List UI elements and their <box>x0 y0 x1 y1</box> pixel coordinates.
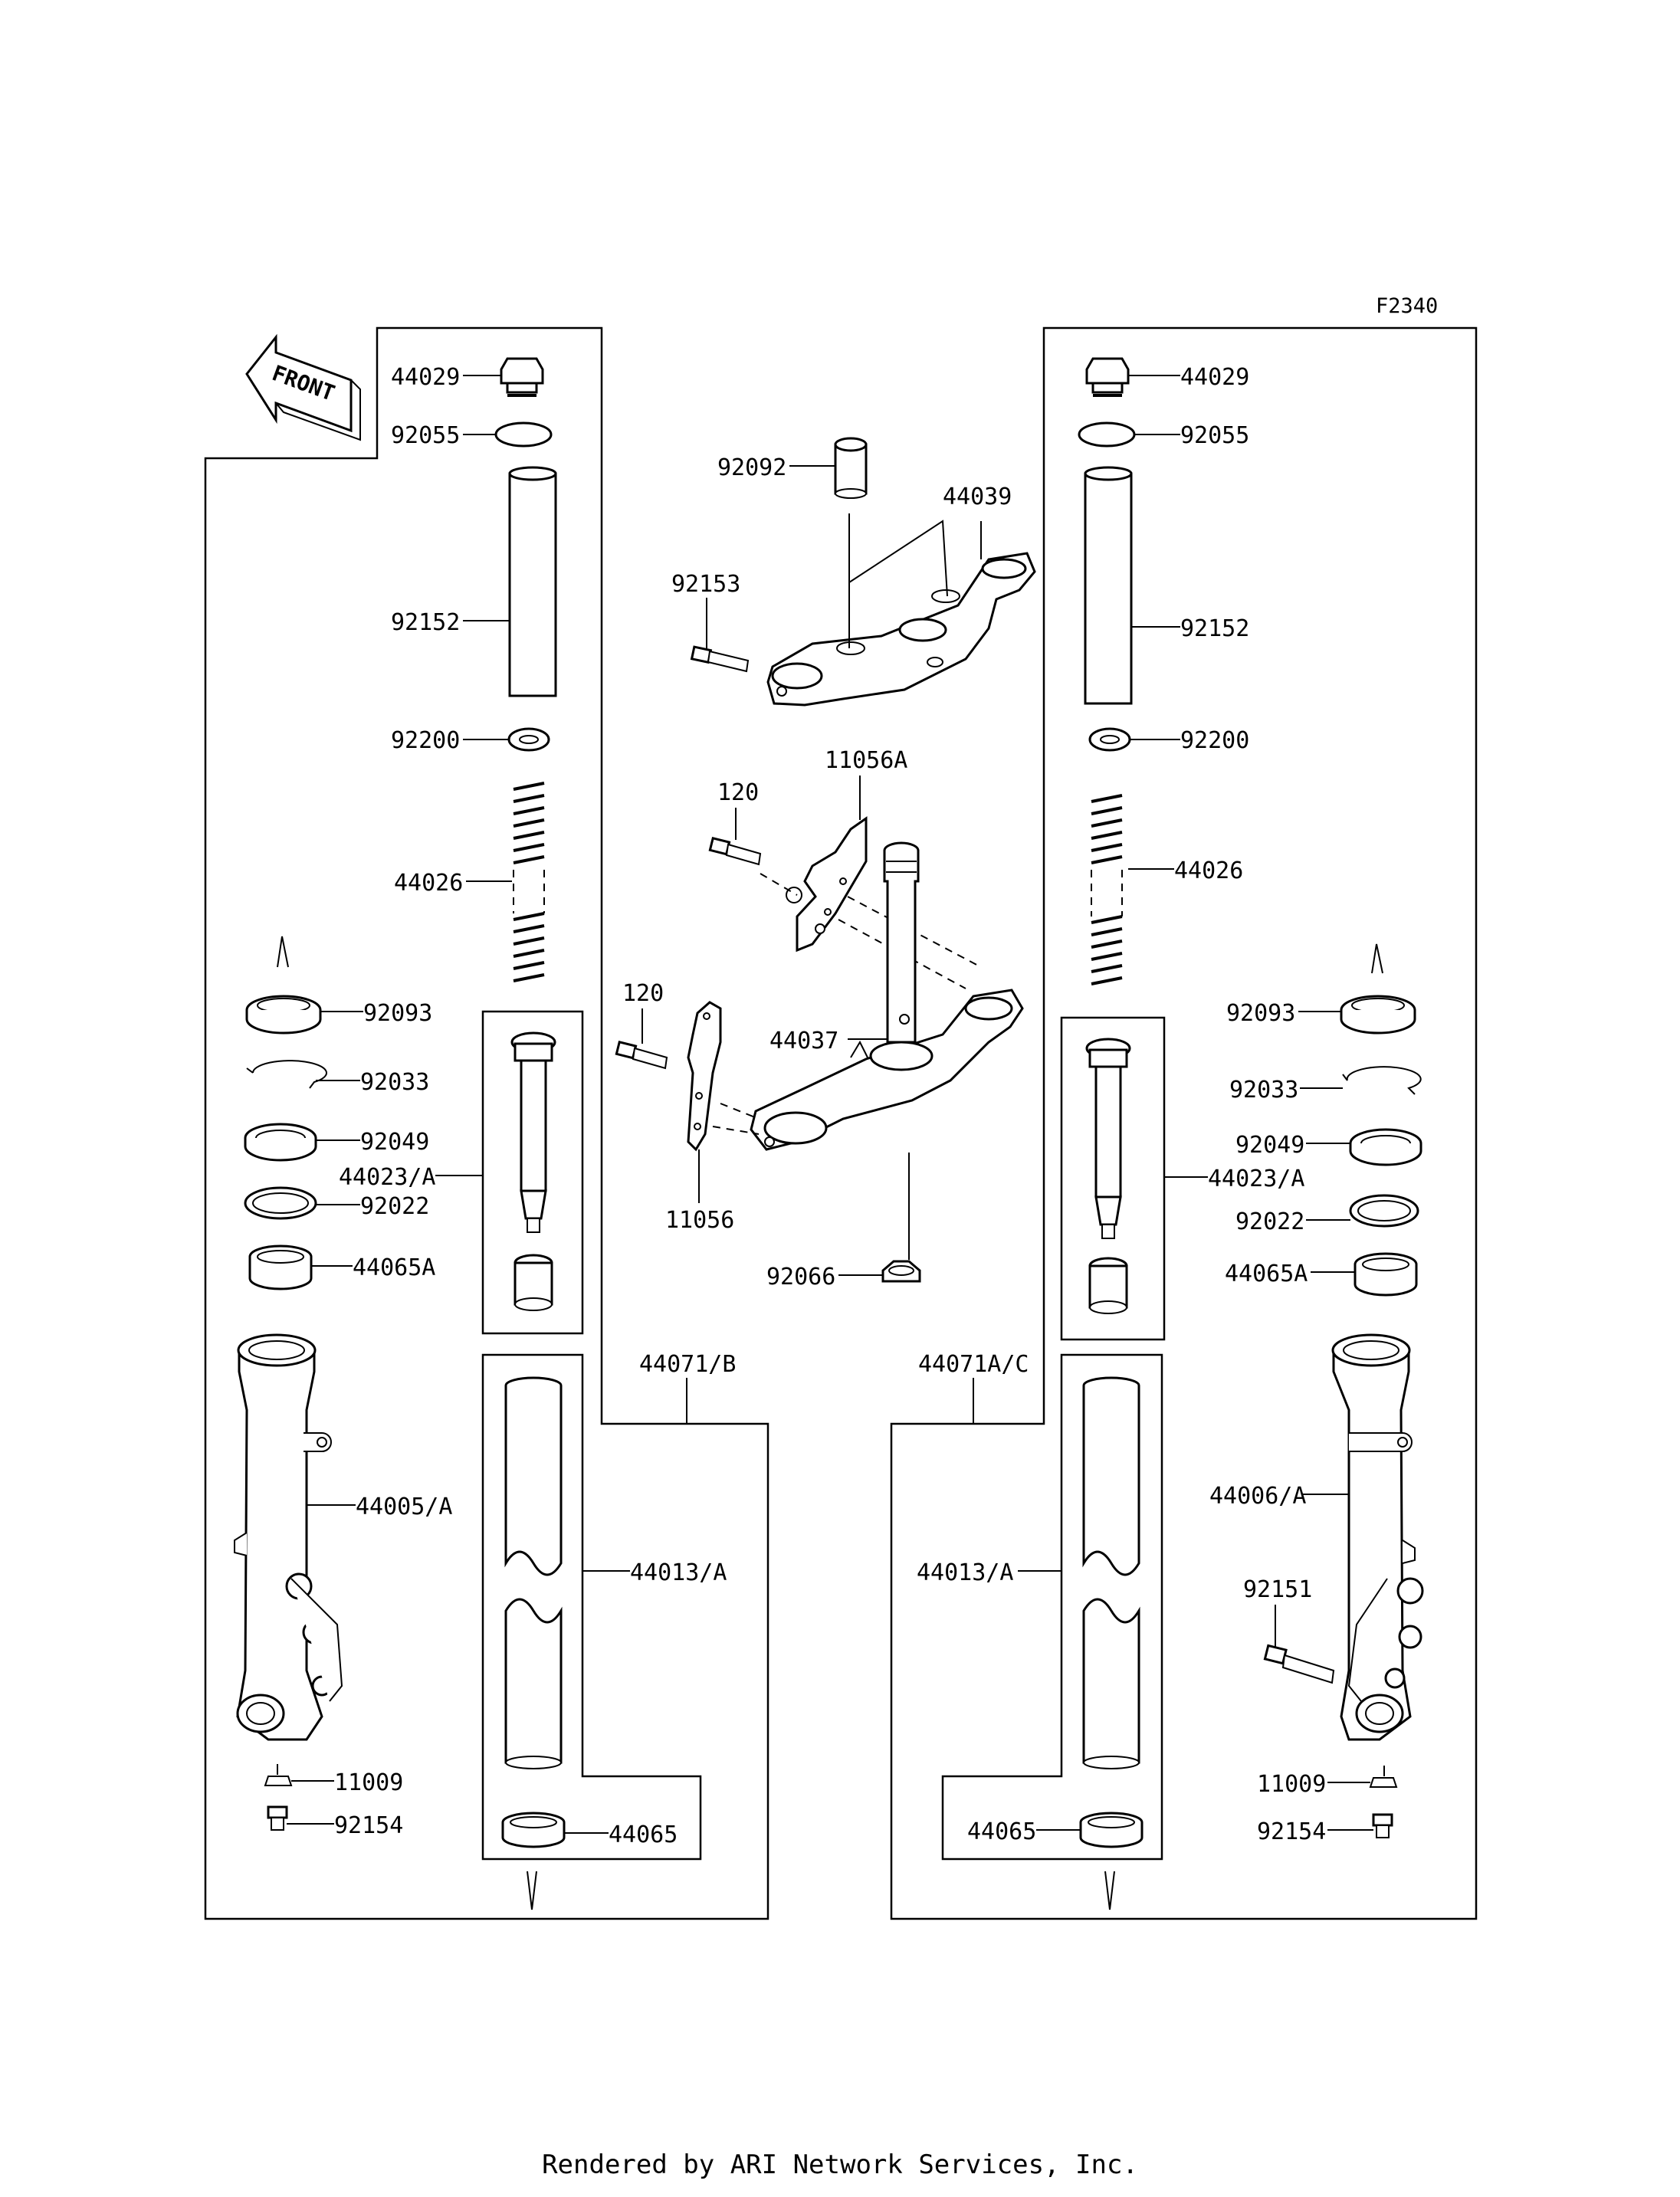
right-bushing <box>1079 1812 1144 1848</box>
left-label-44005: 44005/A <box>356 1494 452 1520</box>
right-bushing-a <box>1354 1252 1418 1297</box>
left-fork-spring <box>513 782 545 982</box>
right-label-44006: 44006/A <box>1209 1483 1306 1510</box>
left-label-92055: 92055 <box>391 422 460 449</box>
right-damper-box <box>1060 1016 1166 1341</box>
label-120-top: 120 <box>717 779 759 806</box>
steering-collar <box>834 437 868 499</box>
left-dust-seal <box>245 936 322 1035</box>
left-inner-tube-box <box>481 1353 702 1861</box>
right-label-92151: 92151 <box>1243 1576 1312 1603</box>
headlight-bracket-upper <box>786 816 868 953</box>
left-o-ring <box>494 421 553 448</box>
left-label-44029: 44029 <box>391 364 460 391</box>
lower-fork-bracket <box>750 989 1024 1151</box>
right-inner-tube-box <box>941 1353 1163 1861</box>
left-circlip <box>246 1060 327 1089</box>
label-92153: 92153 <box>671 571 740 598</box>
footer-credit: Rendered by ARI Network Services, Inc. <box>542 2149 1138 2180</box>
label-120-bottom: 120 <box>622 980 664 1007</box>
right-axle-clamp-bolt <box>1263 1644 1335 1684</box>
left-inner-tube <box>504 1376 563 1769</box>
right-label-92033: 92033 <box>1229 1077 1298 1103</box>
right-label-92200: 92200 <box>1180 727 1249 754</box>
left-label-44023: 44023/A <box>339 1164 435 1191</box>
right-label-44026: 44026 <box>1174 857 1243 884</box>
left-label-44065A: 44065A <box>353 1254 435 1281</box>
right-label-44029: 44029 <box>1180 364 1249 391</box>
right-label-11009: 11009 <box>1257 1771 1326 1798</box>
stem-nut <box>881 1260 921 1283</box>
right-damper-rod <box>1085 1038 1131 1314</box>
steering-stem <box>883 841 920 1044</box>
left-label-44071: 44071/B <box>639 1351 736 1378</box>
right-label-92022: 92022 <box>1235 1208 1304 1235</box>
label-92066: 92066 <box>766 1264 835 1290</box>
left-label-44065: 44065 <box>609 1822 678 1848</box>
right-oil-seal <box>1349 1128 1422 1166</box>
right-drain-bolt <box>1372 1813 1393 1838</box>
left-oil-seal <box>244 1123 317 1162</box>
label-44039: 44039 <box>943 484 1012 510</box>
left-bushing-a <box>248 1244 313 1290</box>
right-circlip <box>1342 1066 1422 1095</box>
upper-fork-bracket <box>766 552 1036 707</box>
headlight-bracket-lower <box>687 1001 722 1152</box>
left-label-92152: 92152 <box>391 609 460 636</box>
left-damper-box <box>481 1010 584 1335</box>
right-label-44065: 44065 <box>967 1818 1036 1845</box>
left-damper-rod <box>510 1031 556 1311</box>
right-label-44071: 44071A/C <box>918 1351 1029 1378</box>
right-cap-bolt <box>1085 357 1130 397</box>
right-label-92055: 92055 <box>1180 422 1249 449</box>
right-label-44023: 44023/A <box>1208 1166 1304 1192</box>
left-label-92154: 92154 <box>334 1812 403 1839</box>
label-11056A: 11056A <box>825 747 907 774</box>
front-arrow-icon: FRONT <box>245 333 361 441</box>
right-spacer-tube <box>1084 466 1133 705</box>
right-gasket <box>1369 1777 1398 1788</box>
right-outer-tube <box>1331 1333 1424 1741</box>
right-label-92049: 92049 <box>1235 1132 1304 1159</box>
left-bushing <box>501 1812 566 1848</box>
right-dust-seal <box>1340 943 1416 1035</box>
label-44037: 44037 <box>769 1028 838 1054</box>
right-label-44065A: 44065A <box>1225 1261 1308 1287</box>
bracket-bolt-lower <box>615 1041 668 1070</box>
diagram-code: F2340 <box>1376 294 1438 318</box>
label-92092: 92092 <box>717 454 786 481</box>
right-fork-outline <box>890 326 1478 1920</box>
right-label-92152: 92152 <box>1180 615 1249 642</box>
left-cap-bolt <box>500 357 544 397</box>
left-outer-tube <box>234 1333 343 1741</box>
left-label-92022: 92022 <box>360 1193 429 1220</box>
right-fork-spring <box>1091 794 1123 985</box>
left-gasket <box>264 1776 293 1786</box>
right-label-92154: 92154 <box>1257 1818 1326 1845</box>
left-label-92049: 92049 <box>360 1129 429 1156</box>
right-label-44013: 44013/A <box>917 1559 1013 1586</box>
label-11056: 11056 <box>665 1207 734 1234</box>
bracket-bolt-upper <box>708 837 762 866</box>
left-label-92033: 92033 <box>360 1069 429 1096</box>
right-o-ring <box>1078 421 1136 448</box>
left-label-92093: 92093 <box>363 1000 432 1027</box>
left-fork-outline <box>204 326 769 1920</box>
left-drain-bolt <box>267 1805 288 1831</box>
left-label-92200: 92200 <box>391 727 460 754</box>
right-label-92093: 92093 <box>1226 1000 1295 1027</box>
left-label-11009: 11009 <box>334 1769 403 1796</box>
bracket-clamp-bolt <box>690 645 750 673</box>
left-spacer-tube <box>508 466 557 697</box>
left-label-44026: 44026 <box>394 870 463 897</box>
right-inner-tube <box>1082 1376 1140 1769</box>
left-label-44013: 44013/A <box>630 1559 727 1586</box>
